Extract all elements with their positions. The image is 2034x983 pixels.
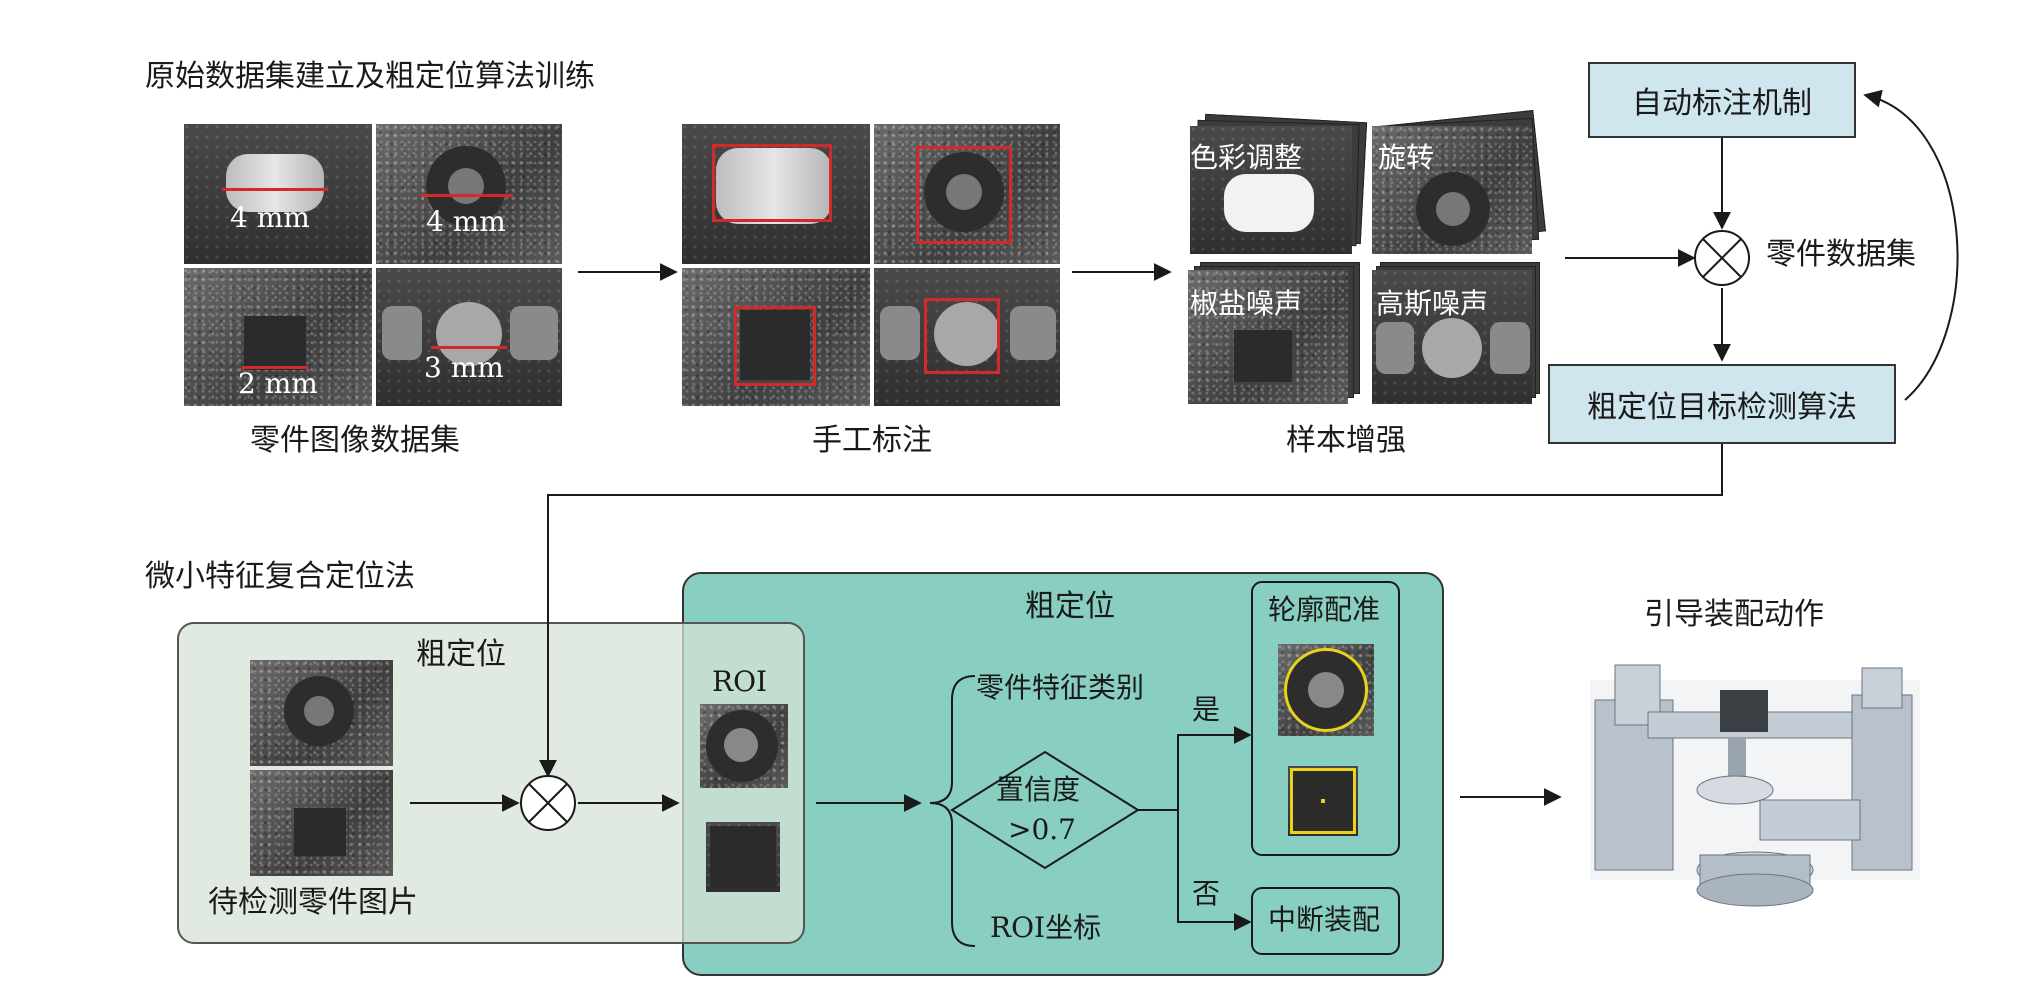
merge-node-top [1694, 230, 1750, 286]
annotation-image-3 [682, 268, 870, 406]
arrow-detector-to-autolabel [1863, 89, 1959, 401]
contour-image-2 [1288, 766, 1358, 836]
size-label-3: 2 mm [238, 367, 318, 400]
bottom-section-title: 微小特征复合定位法 [145, 559, 415, 594]
coarse-left-title: 粗定位 [416, 637, 506, 672]
confidence-diamond [950, 750, 1140, 870]
roi-image-2 [706, 822, 780, 892]
augmented-gaussian: 高斯噪声 [1372, 270, 1532, 404]
size-label-2: 4 mm [426, 205, 506, 238]
annotation-image-4 [874, 268, 1060, 406]
augment-label-salt: 椒盐噪声 [1190, 287, 1303, 320]
dataset-image-3: 2 mm [184, 268, 372, 406]
arrow-no-branch [1177, 810, 1252, 931]
roi-coord-label: ROI坐标 [990, 911, 1102, 944]
threshold-label: >0.7 [1008, 813, 1076, 846]
top-section-title: 原始数据集建立及粗定位算法训练 [145, 59, 595, 94]
augmented-color: 色彩调整 [1190, 126, 1352, 254]
coarse-right-title: 粗定位 [1025, 589, 1115, 624]
yes-label: 是 [1192, 693, 1221, 726]
merge-node-bottom [520, 775, 576, 831]
abort-box [1251, 887, 1400, 955]
contour-image-1 [1278, 644, 1374, 736]
annotation-image-1 [682, 124, 870, 264]
augment-label-gauss: 高斯噪声 [1376, 287, 1489, 320]
size-label-4: 3 mm [424, 351, 504, 384]
augment-label-color: 色彩调整 [1190, 141, 1303, 174]
decision-brace [929, 675, 976, 947]
size-label-1: 4 mm [230, 201, 310, 234]
feature-class-label: 零件特征类别 [976, 671, 1145, 704]
dataset-image-1: 4 mm [184, 124, 372, 264]
dataset-image-2: 4 mm [376, 124, 562, 264]
arrow-yes-branch [1138, 726, 1252, 811]
guide-title: 引导装配动作 [1644, 597, 1824, 632]
no-label: 否 [1192, 877, 1221, 910]
augmentation-caption: 样本增强 [1286, 423, 1406, 458]
abort-label: 中断装配 [1268, 903, 1381, 936]
assembly-robot-illustration [1590, 664, 1920, 907]
annotation-image-2 [874, 124, 1060, 264]
query-image-1 [250, 660, 393, 766]
annotation-caption: 手工标注 [812, 423, 932, 458]
contour-box [1251, 581, 1400, 856]
part-dataset-label: 零件数据集 [1766, 237, 1916, 272]
dataset-image-4: 3 mm [376, 268, 562, 406]
auto-label-box: 自动标注机制 [1588, 62, 1856, 138]
roi-image-1 [700, 704, 788, 788]
augmented-rotate: 旋转 [1372, 126, 1532, 254]
dataset-caption: 零件图像数据集 [250, 423, 460, 458]
arrow-detector-to-bottom-merge [539, 444, 1723, 778]
augment-label-rotate: 旋转 [1378, 141, 1435, 174]
query-image-2 [250, 770, 393, 876]
augmented-salt-pepper: 椒盐噪声 [1188, 270, 1348, 404]
contour-label: 轮廓配准 [1268, 593, 1381, 626]
confidence-label: 置信度 [996, 773, 1081, 806]
detector-box: 粗定位目标检测算法 [1548, 364, 1896, 444]
roi-label: ROI [712, 665, 768, 698]
coarse-left-caption: 待检测零件图片 [208, 885, 418, 920]
